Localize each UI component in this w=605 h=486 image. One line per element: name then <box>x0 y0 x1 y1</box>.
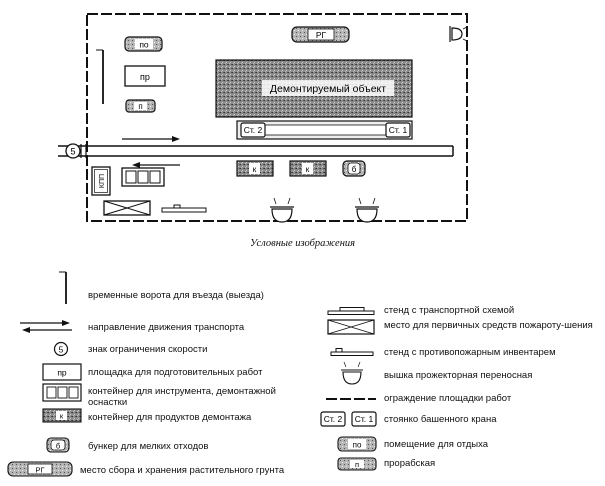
legend-fire-place-icon <box>327 319 375 335</box>
legend-tool-container-label: контейнер для инструмента, демонтажной о… <box>88 386 276 408</box>
product-container-2: к <box>289 160 327 177</box>
foreman-office: п <box>125 99 156 113</box>
tool-container <box>121 167 165 187</box>
legend-tower-label: вышка прожекторная переносная <box>384 370 533 381</box>
floodlight-tower-2 <box>355 197 379 223</box>
legend-bunker-label: бункер для мелких отходов <box>88 441 209 452</box>
prep-area: пр <box>124 65 166 87</box>
legend-caption: Условные изображения <box>249 238 356 249</box>
rest-room: по <box>124 36 163 52</box>
product-container-1-label: к <box>253 165 257 174</box>
legend-soil-label: место сбора и хранения растительного гру… <box>80 465 285 476</box>
product-container-1: к <box>236 160 274 177</box>
legend-traffic-icon <box>20 320 72 333</box>
legend-product-container-text: к <box>60 412 64 421</box>
legend-transport-stand-label: стенд с транспортной схемой <box>384 305 515 316</box>
demolished-object-label: Демонтируемый объект <box>270 83 386 95</box>
legend-bunker-text: б <box>56 442 60 451</box>
fire-equipment-place <box>103 200 151 216</box>
legend-bunker-icon: б <box>46 437 70 453</box>
legend-soil-text: РГ <box>35 466 44 475</box>
legend-prep-area-label: площадка для подготовительных работ <box>88 367 263 378</box>
speed-limit-label: 5 <box>70 147 75 157</box>
foreman-office-label: п <box>138 102 142 111</box>
crane-station-1-label: Ст. 1 <box>389 125 408 135</box>
waste-bunker: б <box>342 160 366 177</box>
legend-prep-area-icon: пр <box>42 363 82 381</box>
legend-fire-place-label: место для первичных средств пожароту-шен… <box>384 320 593 331</box>
legend-crane-label: стоянко башенного крана <box>384 414 497 425</box>
checkpoint-label: КПП <box>99 174 106 188</box>
product-container-2-label: к <box>306 165 310 174</box>
legend-transport-stand-icon <box>327 307 375 315</box>
road <box>58 145 454 157</box>
legend-product-container-icon: к <box>42 408 82 423</box>
legend-prep-area-text: пр <box>57 368 67 378</box>
soil-storage-label: РГ <box>316 30 327 40</box>
legend-office-text: п <box>355 460 359 469</box>
legend-speed-text: 5 <box>59 345 64 355</box>
crane-track: Ст. 2 Ст. 1 <box>236 120 413 140</box>
traffic-arrows-plan <box>122 136 180 168</box>
rest-room-label: по <box>139 40 149 50</box>
legend-fire-stand-icon <box>330 348 374 356</box>
crane-station-2-label: Ст. 2 <box>244 125 263 135</box>
legend-rest-icon: по <box>337 436 377 452</box>
checkpoint: КПП <box>91 166 111 196</box>
legend-office-label: прорабская <box>384 458 436 469</box>
floodlight-tower-1 <box>270 197 294 223</box>
legend-crane-st1-text: Ст. 1 <box>355 414 374 424</box>
soil-storage: РГ <box>291 26 350 43</box>
legend-speed-label: знак ограничения скорости <box>88 344 208 355</box>
legend-gate-text: временные ворота для въезда (выезда) <box>88 290 264 301</box>
legend-rest-text: по <box>353 441 362 450</box>
legend-traffic-text: направление движения транспорта <box>88 322 245 333</box>
fire-stand <box>161 204 207 213</box>
legend-tower-icon <box>341 361 363 385</box>
legend-crane-st2-text: Ст. 2 <box>324 414 343 424</box>
demolished-object: Демонтируемый объект <box>215 59 413 118</box>
legend-product-container-label: контейнер для продуктов демонтажа <box>88 412 252 423</box>
legend-tool-container-icon <box>42 383 82 402</box>
gate-top <box>96 49 104 104</box>
speed-limit-sign: 5 <box>65 143 87 159</box>
prep-area-label: пр <box>140 72 150 82</box>
floodlight-tower-top <box>449 26 468 42</box>
waste-bunker-label: б <box>352 165 357 174</box>
legend-gate-icon <box>59 271 67 304</box>
legend-rest-label: помещение для отдыха <box>384 439 488 450</box>
legend-crane-icon: Ст. 2 Ст. 1 <box>320 411 377 427</box>
legend-fire-stand-label: стенд с противопожарным инвентарем <box>384 347 556 358</box>
legend-fence-label: ограждение площадки работ <box>384 393 512 404</box>
legend-soil-icon: РГ <box>7 461 73 477</box>
legend-speed-icon: 5 <box>53 341 69 357</box>
legend-office-icon: п <box>337 457 377 471</box>
